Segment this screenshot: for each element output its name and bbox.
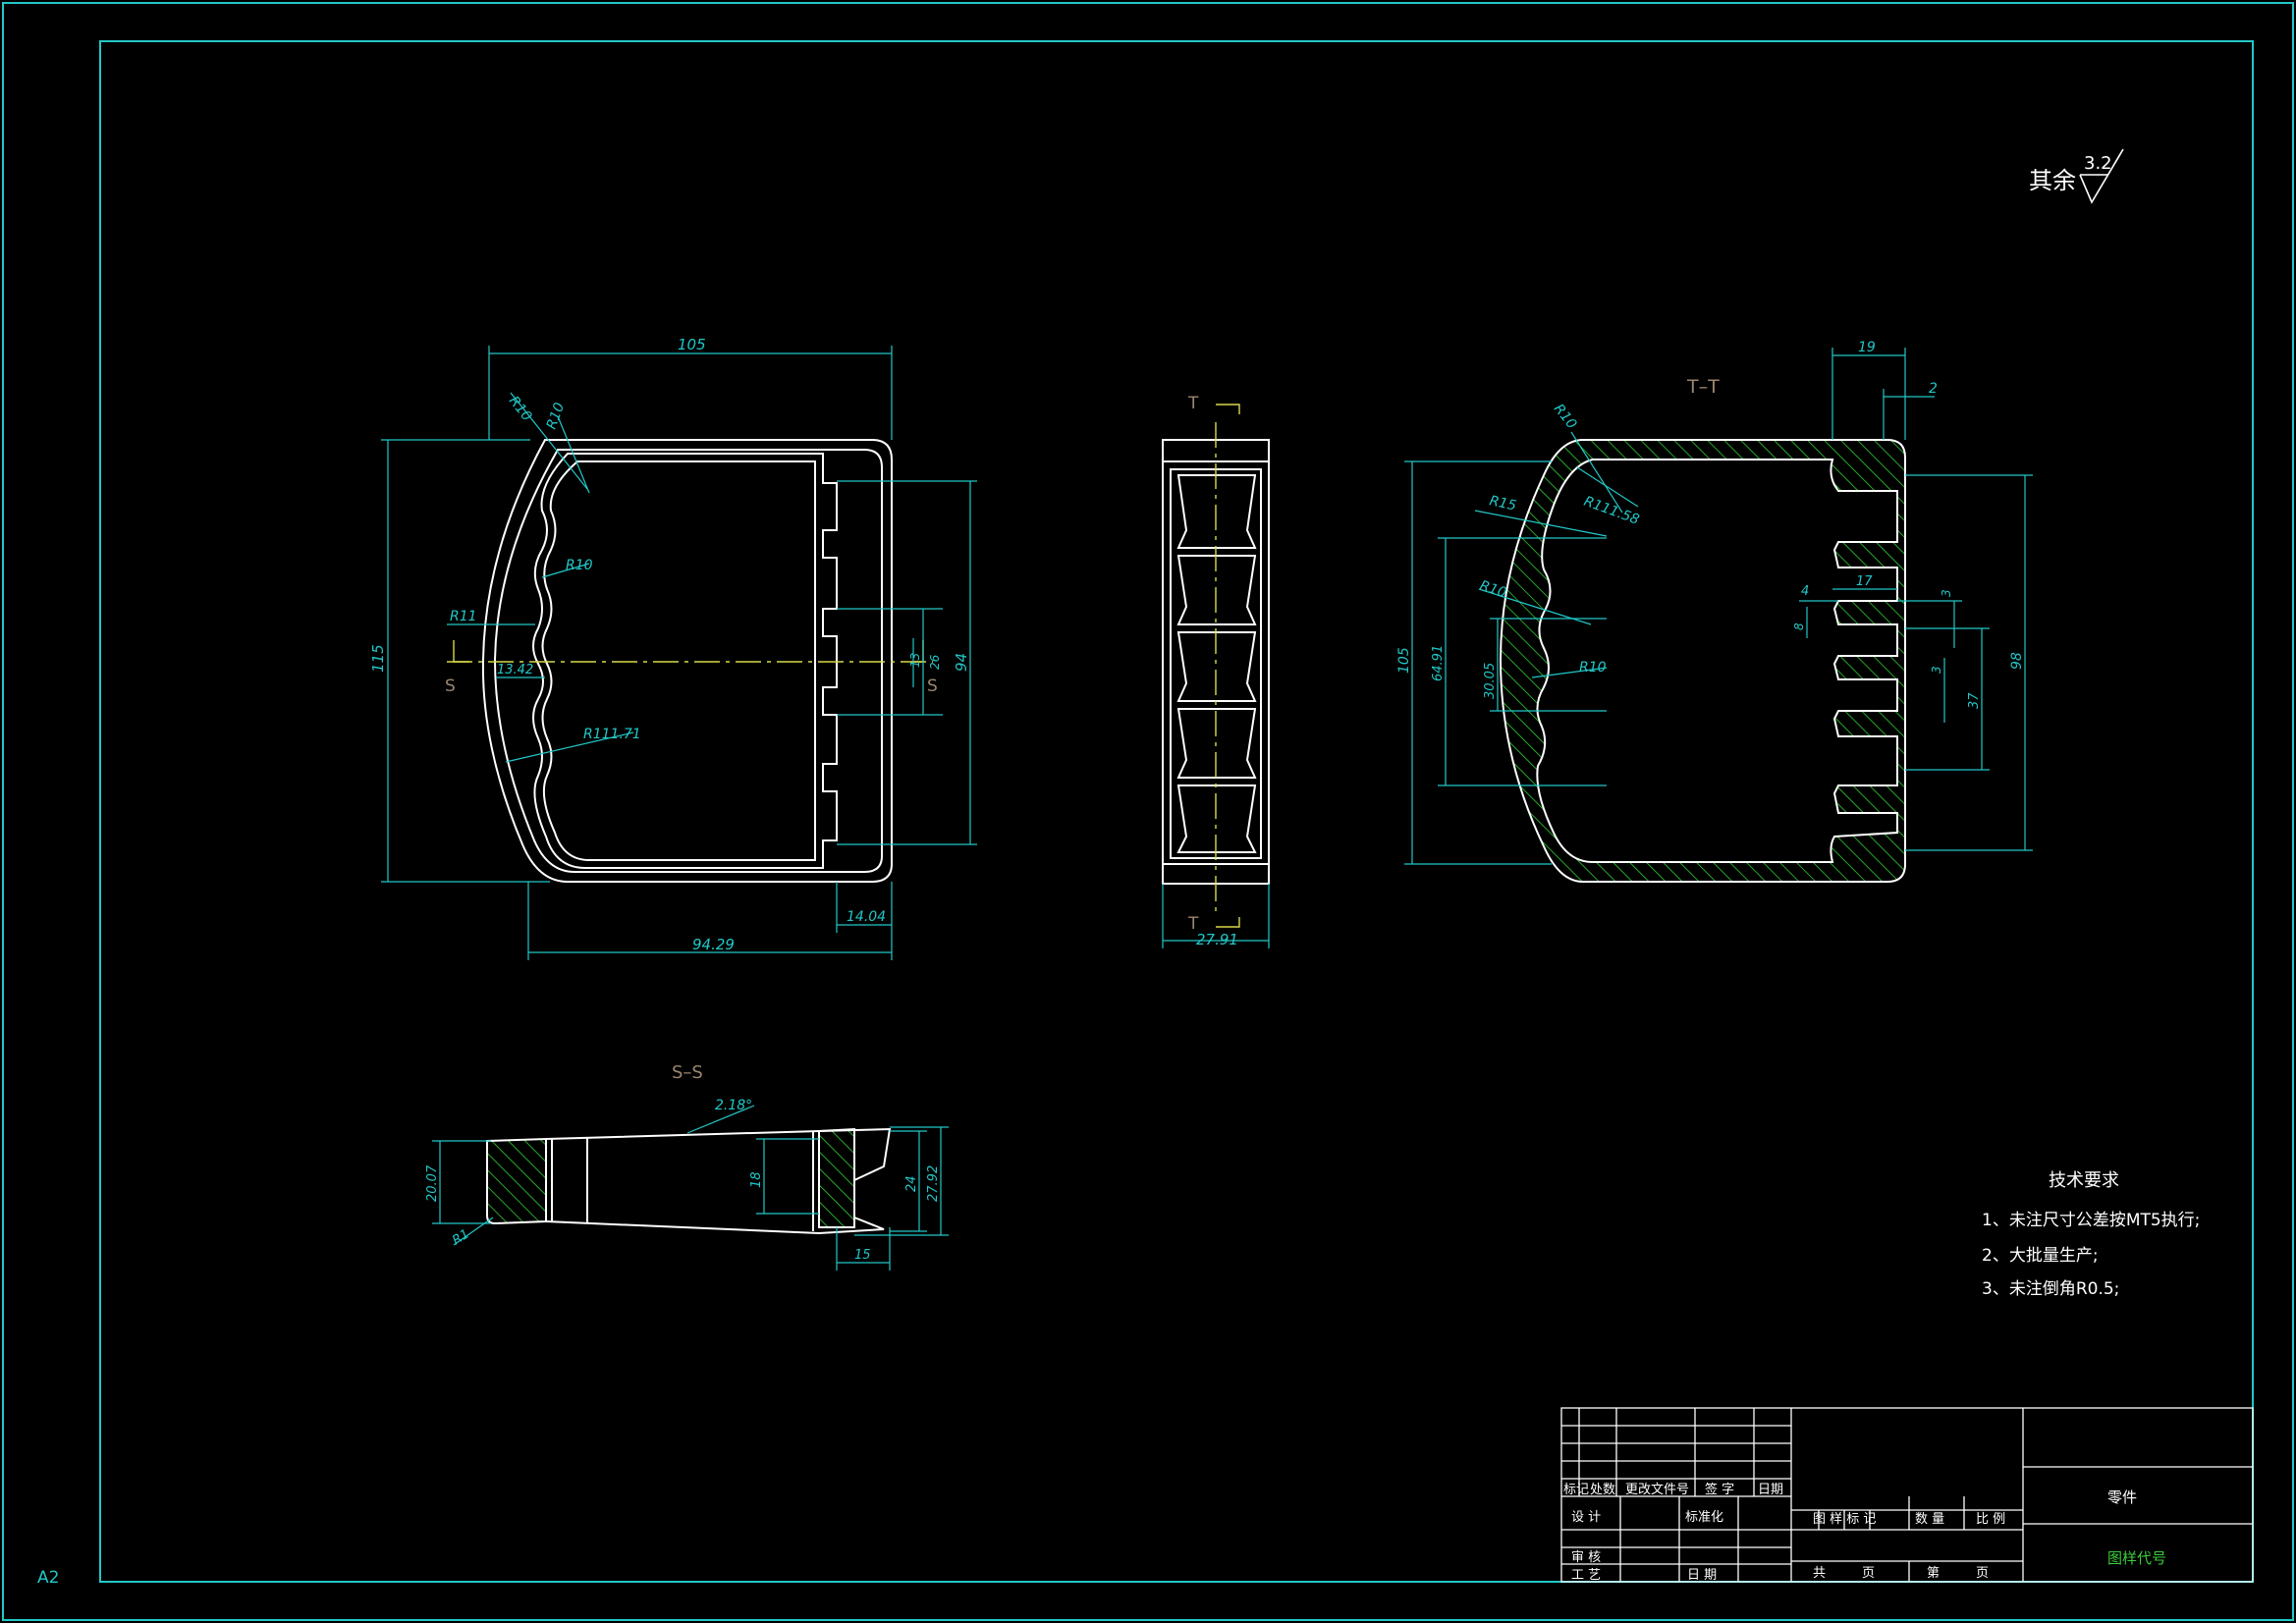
section-mark-t-top: T	[1187, 394, 1199, 413]
tb-total: 共	[1813, 1566, 1826, 1581]
dim-ss-r1: R1	[450, 1226, 472, 1248]
dim-tt-r10-mid: R10	[1478, 578, 1508, 602]
tb-total-pages: 页	[1862, 1566, 1875, 1581]
tech-req-item-2: 2、大批量生产;	[1982, 1246, 2099, 1266]
section-s-s: S–S 2.18° 20.07	[425, 1062, 949, 1271]
roughness-symbol: 其余 3.2	[2029, 148, 2124, 204]
tb-header-date: 日期	[1758, 1483, 1783, 1497]
tb-header-doc: 更改文件号	[1625, 1483, 1689, 1497]
tech-req-item-3: 3、未注倒角R0.5;	[1982, 1279, 2119, 1299]
section-mark-t-bottom: T	[1187, 914, 1199, 934]
dim-front-bottom: 94.29	[692, 936, 735, 953]
tb-header-mark: 标记	[1563, 1483, 1589, 1497]
tb-drawing-mark: 图 样 标 记	[1813, 1512, 1876, 1527]
section-mark-s-left: S	[445, 676, 456, 696]
dim-tt-r15: R15	[1488, 493, 1517, 514]
dim-tt-30-05: 30.05	[1483, 663, 1498, 699]
dim-front-width: 105	[678, 336, 706, 353]
section-ss-title: S–S	[672, 1062, 703, 1083]
dim-tt-2: 2	[1929, 381, 1938, 397]
dim-front-r11: R11	[450, 609, 477, 624]
tb-header-count: 处数	[1590, 1483, 1615, 1497]
tb-sheet-page: 页	[1976, 1566, 1989, 1581]
dim-tt-3-top: 3	[1940, 589, 1953, 597]
dim-tt-r10-top: R10	[1551, 402, 1580, 433]
dim-front-r10-c: R10	[566, 558, 593, 573]
tb-check: 审 核	[1571, 1550, 1601, 1565]
roughness-value: 3.2	[2084, 153, 2112, 174]
tech-req-title: 技术要求	[2049, 1170, 2119, 1191]
tb-design: 设 计	[1571, 1510, 1601, 1525]
tb-process: 工 艺	[1571, 1568, 1601, 1583]
roughness-prefix: 其余	[2029, 167, 2076, 194]
dim-ss-15: 15	[854, 1248, 871, 1263]
dim-tt-8: 8	[1792, 622, 1806, 630]
tb-sheet: 第	[1927, 1566, 1940, 1581]
dim-front-inner: 94	[953, 653, 970, 672]
dim-front-r111: R111.71	[583, 727, 641, 742]
dim-side-thickness: 27.91	[1196, 931, 1238, 948]
dim-front-r10-b: R10	[544, 401, 568, 431]
dim-tt-105: 105	[1396, 647, 1412, 674]
section-t-t: T–T	[1396, 340, 2033, 883]
dim-front-r10-a: R10	[506, 394, 535, 425]
dim-tt-r111: R111.58	[1582, 494, 1642, 528]
dim-tt-98: 98	[2009, 652, 2025, 670]
tb-part-name: 零件	[2107, 1488, 2137, 1506]
tb-quantity: 数 量	[1915, 1512, 1944, 1527]
dim-tt-19: 19	[1858, 340, 1876, 355]
tb-header-sign: 签 字	[1705, 1482, 1734, 1497]
dim-front-right-offset: 14.04	[847, 909, 886, 925]
dim-front-13-42: 13.42	[497, 663, 533, 677]
dim-tt-3-mid: 3	[1930, 666, 1943, 674]
dim-tt-r10-low: R10	[1579, 660, 1607, 676]
section-mark-s-right: S	[927, 676, 938, 696]
dim-tt-64-91: 64.91	[1431, 645, 1446, 681]
front-view: 105 115 94 94.29 14.04 R10 R10 R10 R11 1…	[369, 336, 977, 960]
tb-drawing-code: 图样代号	[2107, 1549, 2166, 1567]
tb-date: 日 期	[1687, 1568, 1717, 1583]
dim-ss-18: 18	[749, 1171, 764, 1188]
title-block: 标记 处数 更改文件号 签 字 日期 设 计 标准化 审 核 工 艺 日 期 图…	[1560, 1407, 2254, 1583]
dim-tt-4: 4	[1801, 584, 1809, 599]
dim-ss-24: 24	[904, 1175, 919, 1192]
dim-front-13: 13	[908, 653, 922, 668]
technical-requirements: 技术要求 1、未注尺寸公差按MT5执行; 2、大批量生产; 3、未注倒角R0.5…	[1982, 1170, 2200, 1299]
section-tt-title: T–T	[1686, 376, 1720, 398]
side-view: 27.91 T T	[1162, 394, 1270, 948]
dim-front-height: 115	[369, 644, 387, 673]
dim-front-26: 26	[928, 654, 942, 670]
tb-standard: 标准化	[1685, 1510, 1723, 1525]
tb-scale: 比 例	[1976, 1512, 2005, 1527]
sheet-size-label: A2	[37, 1568, 59, 1588]
dim-tt-37: 37	[1967, 692, 1982, 709]
tech-req-item-1: 1、未注尺寸公差按MT5执行;	[1982, 1211, 2200, 1230]
dim-tt-17: 17	[1856, 574, 1873, 589]
dim-ss-angle: 2.18°	[715, 1098, 752, 1113]
dim-ss-20-07: 20.07	[425, 1164, 440, 1202]
dim-ss-27-92: 27.92	[926, 1165, 941, 1202]
